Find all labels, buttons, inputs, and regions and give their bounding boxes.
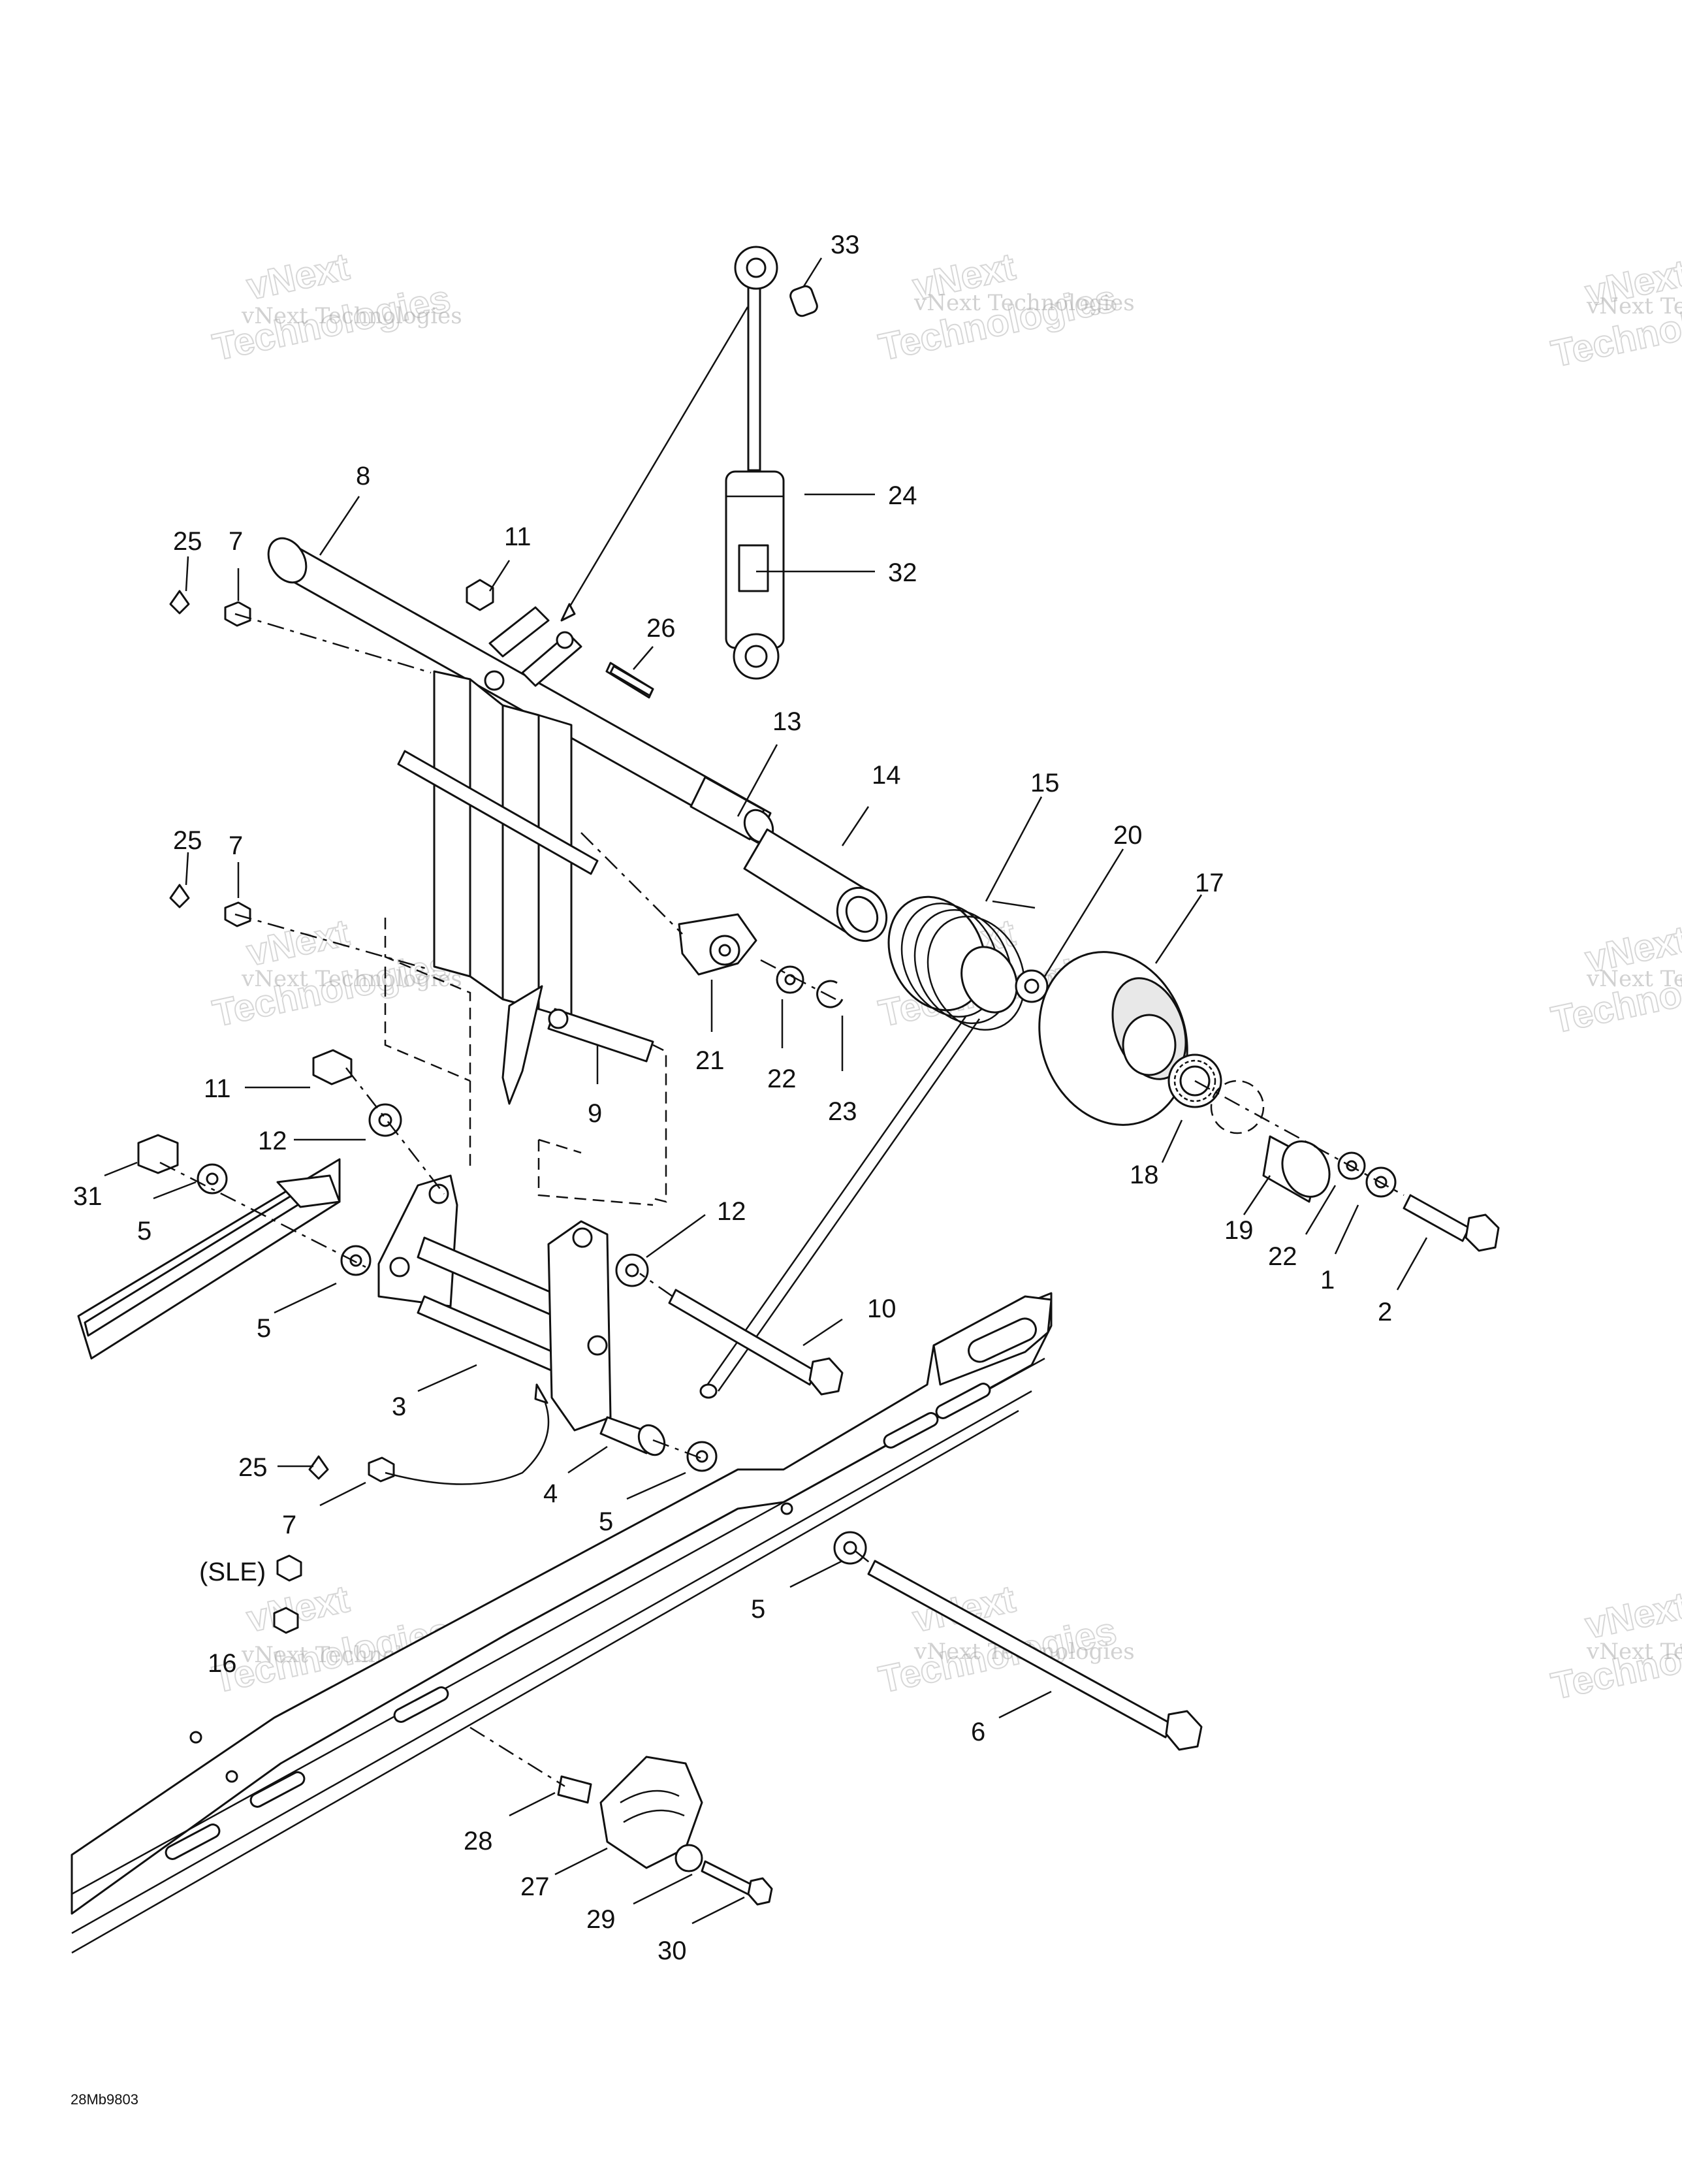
rear-arm-crossbar: [267, 537, 774, 844]
callout-12: 12: [717, 1197, 746, 1226]
watermark: Technologies vNext: [1547, 1583, 1682, 1708]
callout-22: 22: [767, 1065, 797, 1093]
grease-fitting-low: [308, 1455, 395, 1483]
callout-27: 27: [520, 1872, 550, 1901]
nut-16: [273, 1607, 299, 1634]
rear-arm-bracket: [377, 1174, 666, 1456]
callout-5: 5: [599, 1507, 613, 1536]
watermark-text: vNext Technologies: [913, 290, 1135, 316]
callout-7: 7: [282, 1511, 296, 1539]
cam-adjuster: [678, 913, 757, 976]
callout-7: 7: [229, 831, 243, 860]
callout-17: 17: [1195, 869, 1224, 897]
washer-5a-hole: [206, 1172, 219, 1185]
idler-wheel: [1038, 951, 1188, 1126]
leader-lines: [104, 257, 1428, 1925]
callout-4: 4: [543, 1479, 558, 1508]
bumper-31: [137, 1134, 179, 1174]
callout-labels: 33 24 32 8 25 7 11 26 13 14 15 20 17 25 …: [73, 231, 1392, 1965]
bolt-26: [609, 665, 654, 697]
callout-12: 12: [258, 1127, 287, 1155]
right-slide-rail: [71, 1292, 1053, 1954]
callout-8: 8: [356, 462, 370, 490]
callout-10: 10: [867, 1294, 897, 1323]
bolt-6: [867, 1560, 1203, 1751]
watermark-text: vNext Technologies: [241, 966, 462, 992]
left-slide-rail: [77, 1158, 341, 1360]
svg-text:vNext: vNext: [243, 1577, 353, 1640]
callout-22: 22: [1268, 1242, 1297, 1271]
callout-24: 24: [888, 481, 917, 510]
callout-14: 14: [872, 761, 901, 790]
callout-5: 5: [751, 1595, 765, 1624]
watermark-text: vNext Technologies: [1586, 1639, 1682, 1665]
callout-28: 28: [464, 1827, 493, 1855]
callout-25: 25: [238, 1453, 268, 1482]
spring-end: [699, 1383, 718, 1399]
assembly-lines: [159, 306, 1404, 1788]
callout-2: 2: [1378, 1298, 1392, 1326]
callout-5: 5: [137, 1217, 151, 1245]
callout-19: 19: [1224, 1216, 1254, 1245]
stopper-assembly: [557, 1756, 773, 1906]
inner-axle: [397, 750, 599, 875]
svg-text:vNext: vNext: [243, 245, 353, 308]
callout-1: 1: [1320, 1266, 1335, 1294]
diagram-code: 28Mb9803: [71, 2091, 138, 2108]
callout-9: 9: [588, 1099, 602, 1128]
bolt-10: [668, 1289, 844, 1396]
washer-12b-hole: [625, 1263, 639, 1277]
callout-33: 33: [831, 231, 860, 259]
shock-bracket: [466, 579, 654, 699]
callout-23: 23: [828, 1097, 857, 1126]
washer-20-hole: [1024, 978, 1039, 994]
spacer-sleeve: [743, 828, 888, 942]
washer-5d-hole: [843, 1541, 857, 1555]
callout-13: 13: [772, 707, 802, 736]
shock-absorber: [725, 246, 818, 680]
callout-25: 25: [173, 527, 202, 556]
callout-20: 20: [1113, 821, 1143, 850]
callout-25: 25: [173, 826, 202, 855]
bolt-2: [1403, 1194, 1500, 1252]
callout-31: 31: [73, 1182, 103, 1211]
retaining-ring: [1210, 1080, 1265, 1134]
svg-text:vNext: vNext: [1581, 1584, 1682, 1646]
callout-sle: (SLE): [199, 1558, 266, 1586]
watermark: Technologies vNext: [208, 244, 454, 369]
pivot-lever: [501, 985, 654, 1105]
callout-16: 16: [208, 1649, 237, 1678]
callout-3: 3: [392, 1392, 406, 1421]
circlip-23: [816, 980, 844, 1008]
callout-11: 11: [204, 1074, 231, 1103]
spacer-19: [1262, 1135, 1331, 1203]
watermark-text: vNext Technologies: [241, 303, 462, 329]
arm-plates: [433, 670, 573, 1020]
callout-26: 26: [646, 614, 676, 643]
watermark-text: vNext Technologies: [1586, 293, 1682, 319]
nut-11: [312, 1049, 353, 1085]
callout-5: 5: [257, 1314, 271, 1343]
callout-15: 15: [1030, 769, 1060, 797]
torsion-spring: [704, 895, 1036, 1392]
washer-5b-hole: [349, 1254, 362, 1267]
watermark-text: vNext Technologies: [1586, 966, 1682, 992]
callout-7: 7: [229, 527, 243, 556]
nut-sle: [276, 1554, 302, 1582]
callout-30: 30: [658, 1936, 687, 1965]
callout-18: 18: [1130, 1161, 1159, 1189]
callout-21: 21: [695, 1046, 725, 1075]
callout-32: 32: [888, 558, 917, 587]
callout-11: 11: [504, 522, 532, 551]
callout-6: 6: [971, 1718, 985, 1746]
callout-29: 29: [586, 1905, 616, 1934]
